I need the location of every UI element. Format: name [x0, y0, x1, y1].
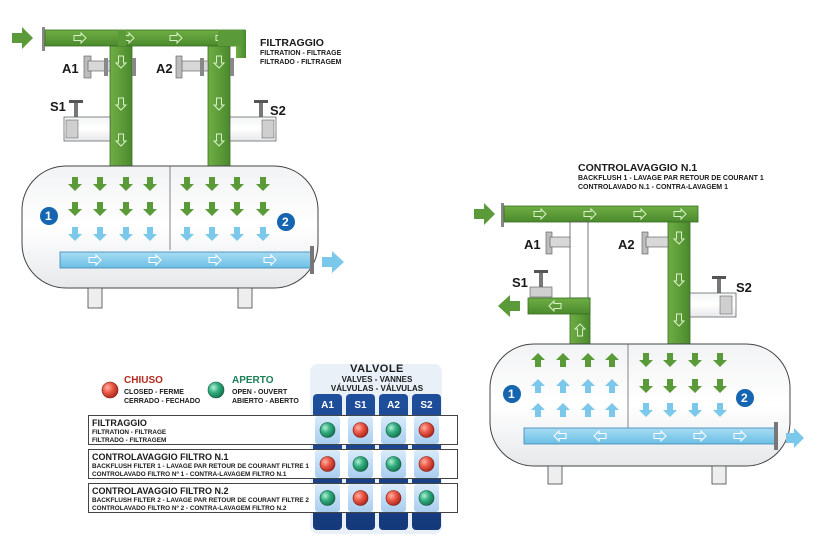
backflush-diagram — [474, 203, 804, 485]
legend: CHIUSO CLOSED - FERME CERRADO - FECHADO … — [92, 372, 308, 412]
table-row-filtration: FILTRAGGIO FILTRATION - FILTRAGE FILTRAD… — [88, 415, 458, 445]
filter-2-number-right: 2 — [741, 391, 748, 405]
label-a1-right: A1 — [524, 237, 541, 252]
label-a2-right: A2 — [618, 237, 635, 252]
legend-closed-sub1: CLOSED - FERME — [124, 389, 184, 396]
row-subtitle-2: CONTROLAVADO FILTRO Nº 2 - CONTRA-LAVAGE… — [92, 505, 287, 512]
filtration-title: FILTRAGGIO — [260, 37, 324, 49]
valve-a2-left — [175, 55, 234, 79]
outlet-arrow-right — [786, 428, 804, 448]
label-s2-left: S2 — [270, 103, 286, 118]
column-header-s2: S2 — [420, 400, 433, 411]
valves-header-title: VALVOLE — [350, 363, 404, 375]
label-a1-left: A1 — [62, 61, 79, 76]
row-subtitle-2: FILTRADO - FILTRAGEM — [92, 437, 167, 444]
closed-indicator-icon — [101, 381, 119, 399]
legend-closed-title: CHIUSO — [124, 375, 163, 386]
inlet-arrow-right — [474, 203, 495, 225]
label-s1-right: S1 — [512, 275, 528, 290]
valve-a1-left — [83, 55, 136, 79]
filter-1-number: 1 — [45, 209, 52, 223]
table-row-backflush-2: CONTROLAVAGGIO FILTRO N.2 BACKFLUSH FILT… — [88, 483, 458, 513]
legend-open-sub2: ABIERTO - ABERTO — [232, 398, 299, 405]
column-header-a1: A1 — [321, 400, 334, 411]
valve-s1-left — [63, 100, 111, 142]
row-subtitle-1: BACKFLUSH FILTER 1 - LAVAGE PAR RETOUR D… — [92, 463, 309, 470]
label-s2-right: S2 — [736, 280, 752, 295]
outlet-arrow — [322, 251, 344, 273]
backflush1-subtitle-2: CONTROLAVADO N.1 - CONTRA-LAVAGEM 1 — [578, 184, 728, 191]
row-subtitle-2: CONTROLAVADO FILTRO Nº 1 - CONTRA-LAVAGE… — [92, 471, 287, 478]
open-indicator-icon — [207, 381, 225, 399]
label-a2-left: A2 — [156, 61, 173, 76]
legend-open-title: APERTO — [232, 375, 274, 386]
valves-header-sub2: VÁLVULAS - VÁLVULAS — [330, 384, 424, 393]
top-pipe — [44, 29, 246, 47]
right-down-pipe-r — [667, 221, 691, 347]
legend-closed-sub2: CERRADO - FECHADO — [124, 398, 201, 405]
inlet-arrow — [12, 27, 33, 49]
filter-2-badge — [277, 213, 295, 231]
valves-header-sub1: VALVES - VANNES — [341, 375, 413, 384]
filter-2-badge-right — [736, 389, 754, 407]
valves-header: VALVOLE VALVES - VANNES VÁLVULAS - VÁLVU… — [313, 364, 441, 393]
backflush1-title: CONTROLAVAGGIO N.1 — [578, 162, 698, 174]
column-header-s1: S1 — [354, 400, 367, 411]
filter-1-number-right: 1 — [508, 387, 515, 401]
top-pipe-right — [503, 205, 699, 223]
filter-1-badge — [40, 207, 58, 225]
valve-s2-left — [229, 100, 277, 142]
right-down-pipe — [207, 45, 231, 171]
left-down-pipe — [109, 45, 133, 171]
filter-2-number: 2 — [282, 215, 289, 229]
row-title: CONTROLAVAGGIO FILTRO N.2 — [92, 486, 229, 496]
label-s1-left: S1 — [50, 99, 66, 114]
row-title: FILTRAGGIO — [92, 418, 147, 428]
row-subtitle-1: FILTRATION - FILTRAGE — [92, 429, 167, 436]
filtration-diagram — [12, 27, 344, 309]
column-header-a2: A2 — [387, 400, 400, 411]
filtration-subtitle-2: FILTRADO - FILTRAGEM — [260, 59, 342, 66]
row-title: CONTROLAVAGGIO FILTRO N.1 — [92, 452, 229, 462]
backflush-outlet-arrow — [498, 295, 520, 317]
row-subtitle-1: BACKFLUSH FILTER 2 - LAVAGE PAR RETOUR D… — [92, 497, 309, 504]
table-row-backflush-1: CONTROLAVAGGIO FILTRO N.1 BACKFLUSH FILT… — [88, 449, 458, 479]
backflush1-subtitle-1: BACKFLUSH 1 - LAVAGE PAR RETOUR DE COURA… — [578, 175, 764, 182]
filtration-subtitle-1: FILTRATION - FILTRAGE — [260, 50, 342, 57]
filter-1-badge-right — [503, 385, 521, 403]
legend-open-sub1: OPEN - OUVERT — [232, 389, 288, 396]
outlet-pipe — [59, 251, 313, 269]
